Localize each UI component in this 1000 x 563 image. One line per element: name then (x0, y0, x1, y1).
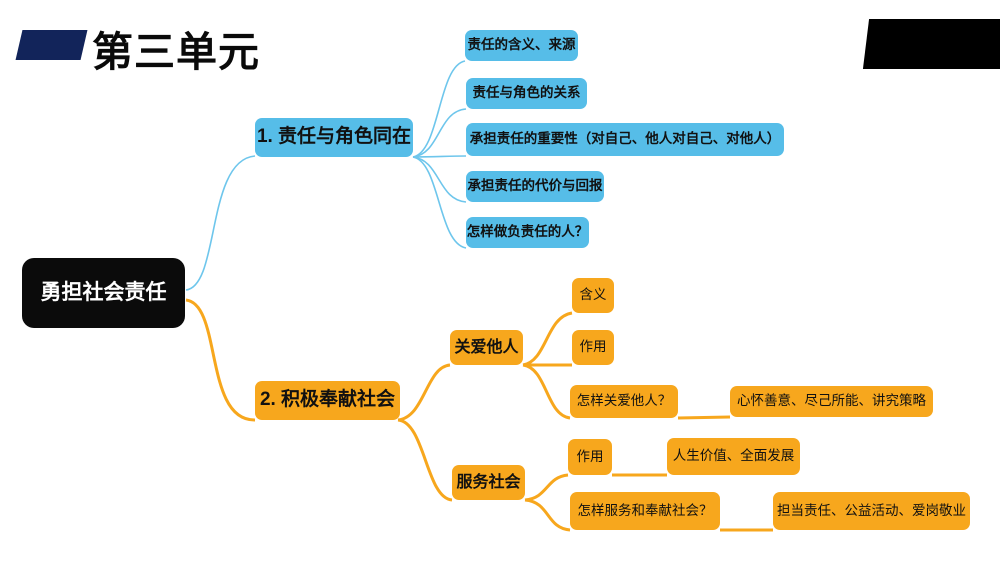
serve-child-note: 担当责任、公益活动、爱岗敬业 (773, 492, 970, 530)
connector (412, 156, 467, 203)
branch-1-child-node: 承担责任的重要性（对自己、他人对自己、对他人） (466, 123, 784, 156)
serve-child-node: 怎样服务和奉献社会？ (570, 492, 720, 530)
connector (397, 418, 453, 502)
serve-child-node: 作用 (568, 439, 612, 475)
connector (522, 363, 571, 420)
care-child-note: 心怀善意、尽己所能、讲究策略 (730, 386, 933, 417)
connector (397, 363, 451, 422)
branch-1-child-node: 责任与角色的关系 (466, 78, 587, 109)
connector (412, 156, 467, 249)
care-child-node: 作用 (572, 330, 614, 365)
connector (412, 155, 467, 158)
connector (524, 498, 571, 532)
connector (522, 311, 573, 367)
branch-2-node: 2. 积极奉献社会 (255, 381, 400, 420)
connector (524, 473, 569, 502)
connector (677, 415, 731, 420)
serve-society-node: 服务社会 (452, 465, 525, 500)
care-for-others-node: 关爱他人 (450, 330, 523, 365)
serve-child-note: 人生价值、全面发展 (667, 438, 800, 475)
slide-title: 第三单元 (92, 29, 260, 75)
root-node: 勇担社会责任 (22, 258, 185, 328)
branch-1-child-node: 承担责任的代价与回报 (466, 171, 604, 202)
connector (412, 108, 467, 158)
connector (412, 60, 466, 158)
branch-1-child-node: 责任的含义、来源 (465, 30, 578, 61)
care-child-node: 怎样关爱他人？ (570, 385, 678, 418)
connector (185, 298, 256, 422)
corner-decoration-shape (862, 19, 1000, 69)
branch-1-child-node: 怎样做负责任的人？ (466, 217, 589, 248)
care-child-node: 含义 (572, 278, 614, 313)
branch-1-node: 1. 责任与角色同在 (255, 118, 413, 157)
connector (185, 155, 256, 291)
title-accent-shape (15, 30, 88, 60)
